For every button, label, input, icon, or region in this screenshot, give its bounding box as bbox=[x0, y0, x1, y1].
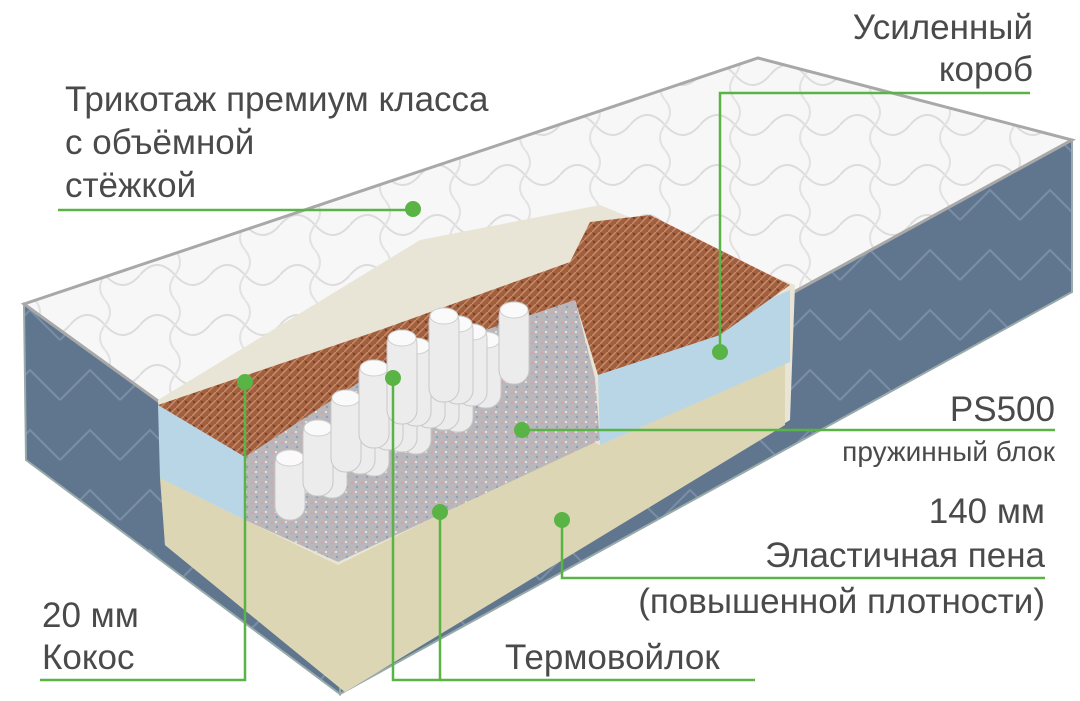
spring-pocket-top bbox=[429, 307, 459, 325]
blue-foam-right bbox=[598, 290, 790, 445]
marker-dot-foam bbox=[554, 512, 570, 528]
label-spring-model: PS500 bbox=[949, 390, 1055, 429]
marker-dot-spring bbox=[514, 422, 530, 438]
leader-foam bbox=[560, 520, 1045, 580]
spring-pocket-top bbox=[359, 359, 389, 377]
leader-box bbox=[718, 91, 1030, 352]
spring-pocket-top bbox=[331, 389, 361, 407]
spring-pocket-top bbox=[499, 301, 529, 319]
marker-dot-felt-2 bbox=[432, 504, 448, 520]
label-box-line2: короб bbox=[938, 50, 1033, 89]
label-foam-thickness: 140 мм bbox=[928, 492, 1045, 531]
marker-dot-coconut bbox=[237, 374, 253, 390]
blue-foam-left bbox=[158, 405, 245, 520]
label-knit-line3: стёжкой bbox=[65, 166, 197, 205]
label-foam-name: Эластичная пена bbox=[765, 536, 1045, 575]
spring-pocket-top bbox=[387, 329, 417, 347]
label-felt: Термовойлок bbox=[505, 638, 720, 677]
spring-pocket-top bbox=[275, 449, 305, 467]
label-knit-line1: Трикотаж премиум класса bbox=[65, 80, 489, 119]
marker-dot-box bbox=[712, 344, 728, 360]
label-spring-type: пружинный блок bbox=[842, 436, 1055, 467]
spring-pocket-top bbox=[303, 419, 333, 437]
label-coconut-thickness: 20 мм bbox=[42, 596, 139, 635]
label-knit-line2: с объёмной bbox=[65, 123, 255, 162]
coconut-layer bbox=[158, 215, 790, 457]
leader-lines bbox=[40, 91, 1055, 682]
marker-dot-knit bbox=[405, 201, 421, 217]
label-foam-density: (повышенной плотности) bbox=[638, 582, 1045, 621]
leader-felt bbox=[391, 378, 755, 682]
spring-block bbox=[274, 301, 530, 521]
cream-foam-layer bbox=[160, 362, 785, 692]
label-coconut-name: Кокос bbox=[42, 638, 135, 677]
label-box-line1: Усиленный bbox=[852, 8, 1033, 47]
leader-coconut bbox=[40, 382, 247, 682]
marker-dot-felt bbox=[385, 370, 401, 386]
